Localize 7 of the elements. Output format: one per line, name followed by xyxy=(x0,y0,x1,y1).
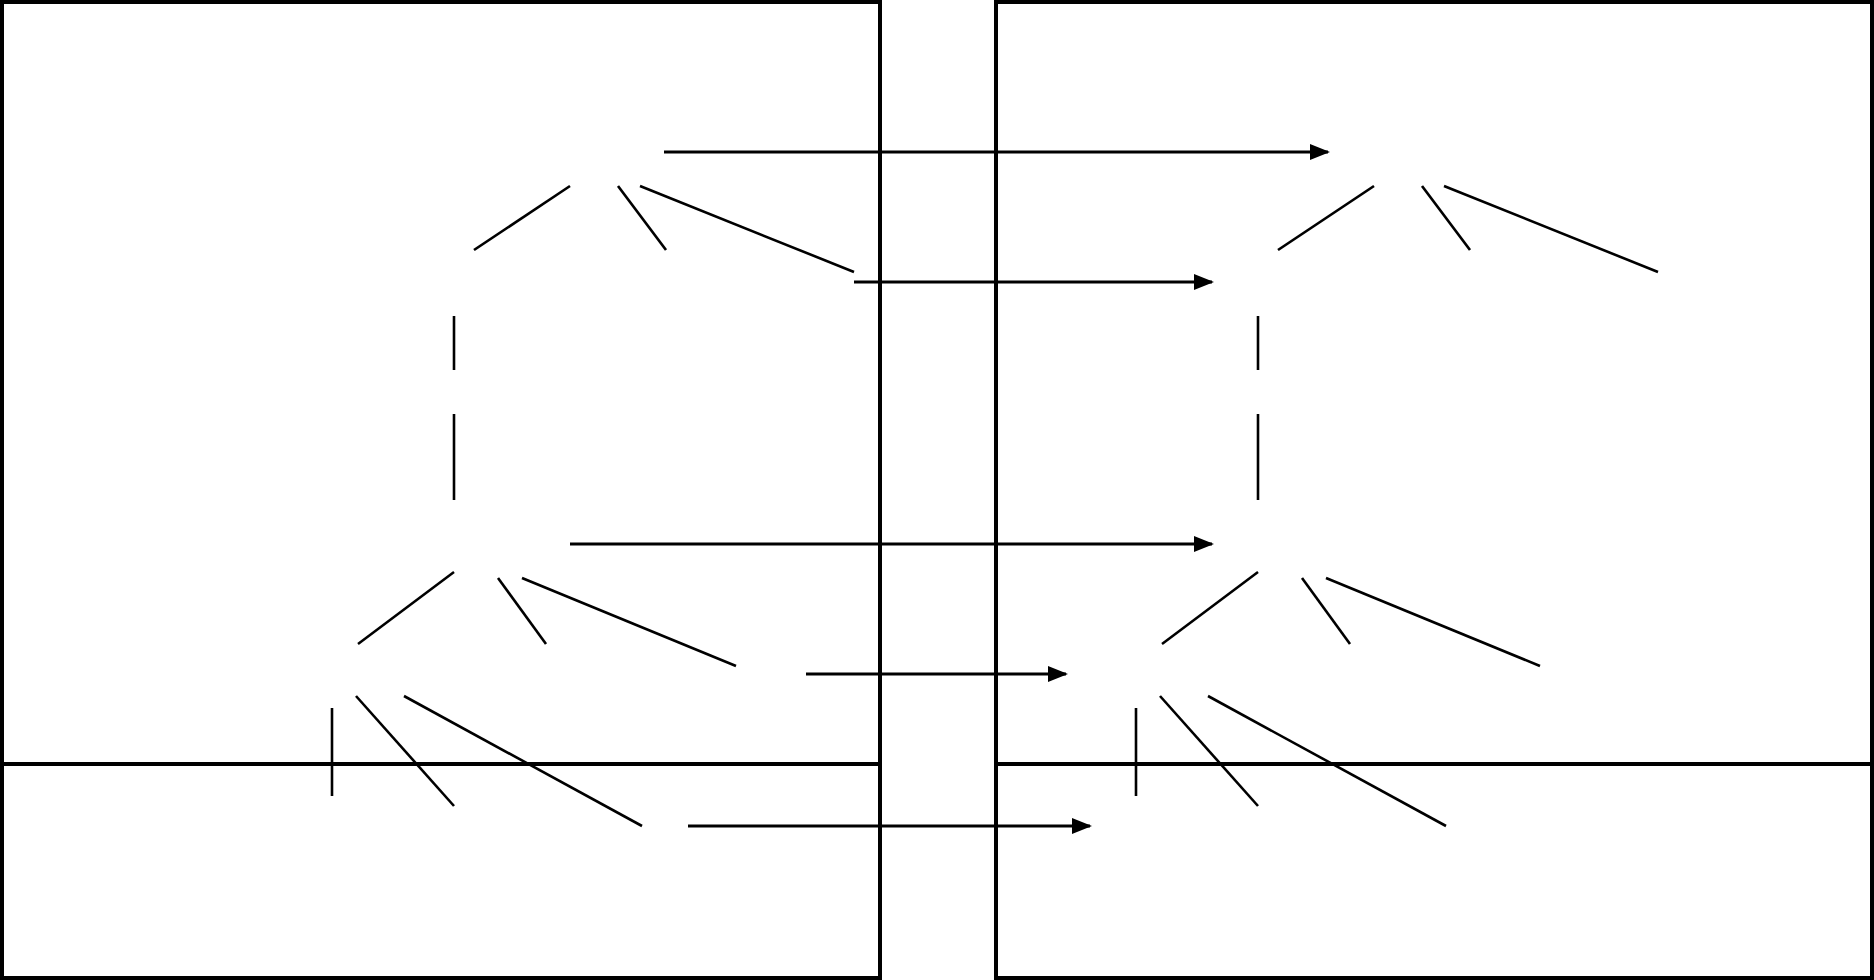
arrow xyxy=(664,144,1330,160)
panel xyxy=(994,0,1874,980)
panel xyxy=(0,0,882,980)
arrow xyxy=(688,818,1092,834)
arrow xyxy=(806,666,1068,682)
arrow xyxy=(854,274,1214,290)
arrow xyxy=(570,536,1214,552)
